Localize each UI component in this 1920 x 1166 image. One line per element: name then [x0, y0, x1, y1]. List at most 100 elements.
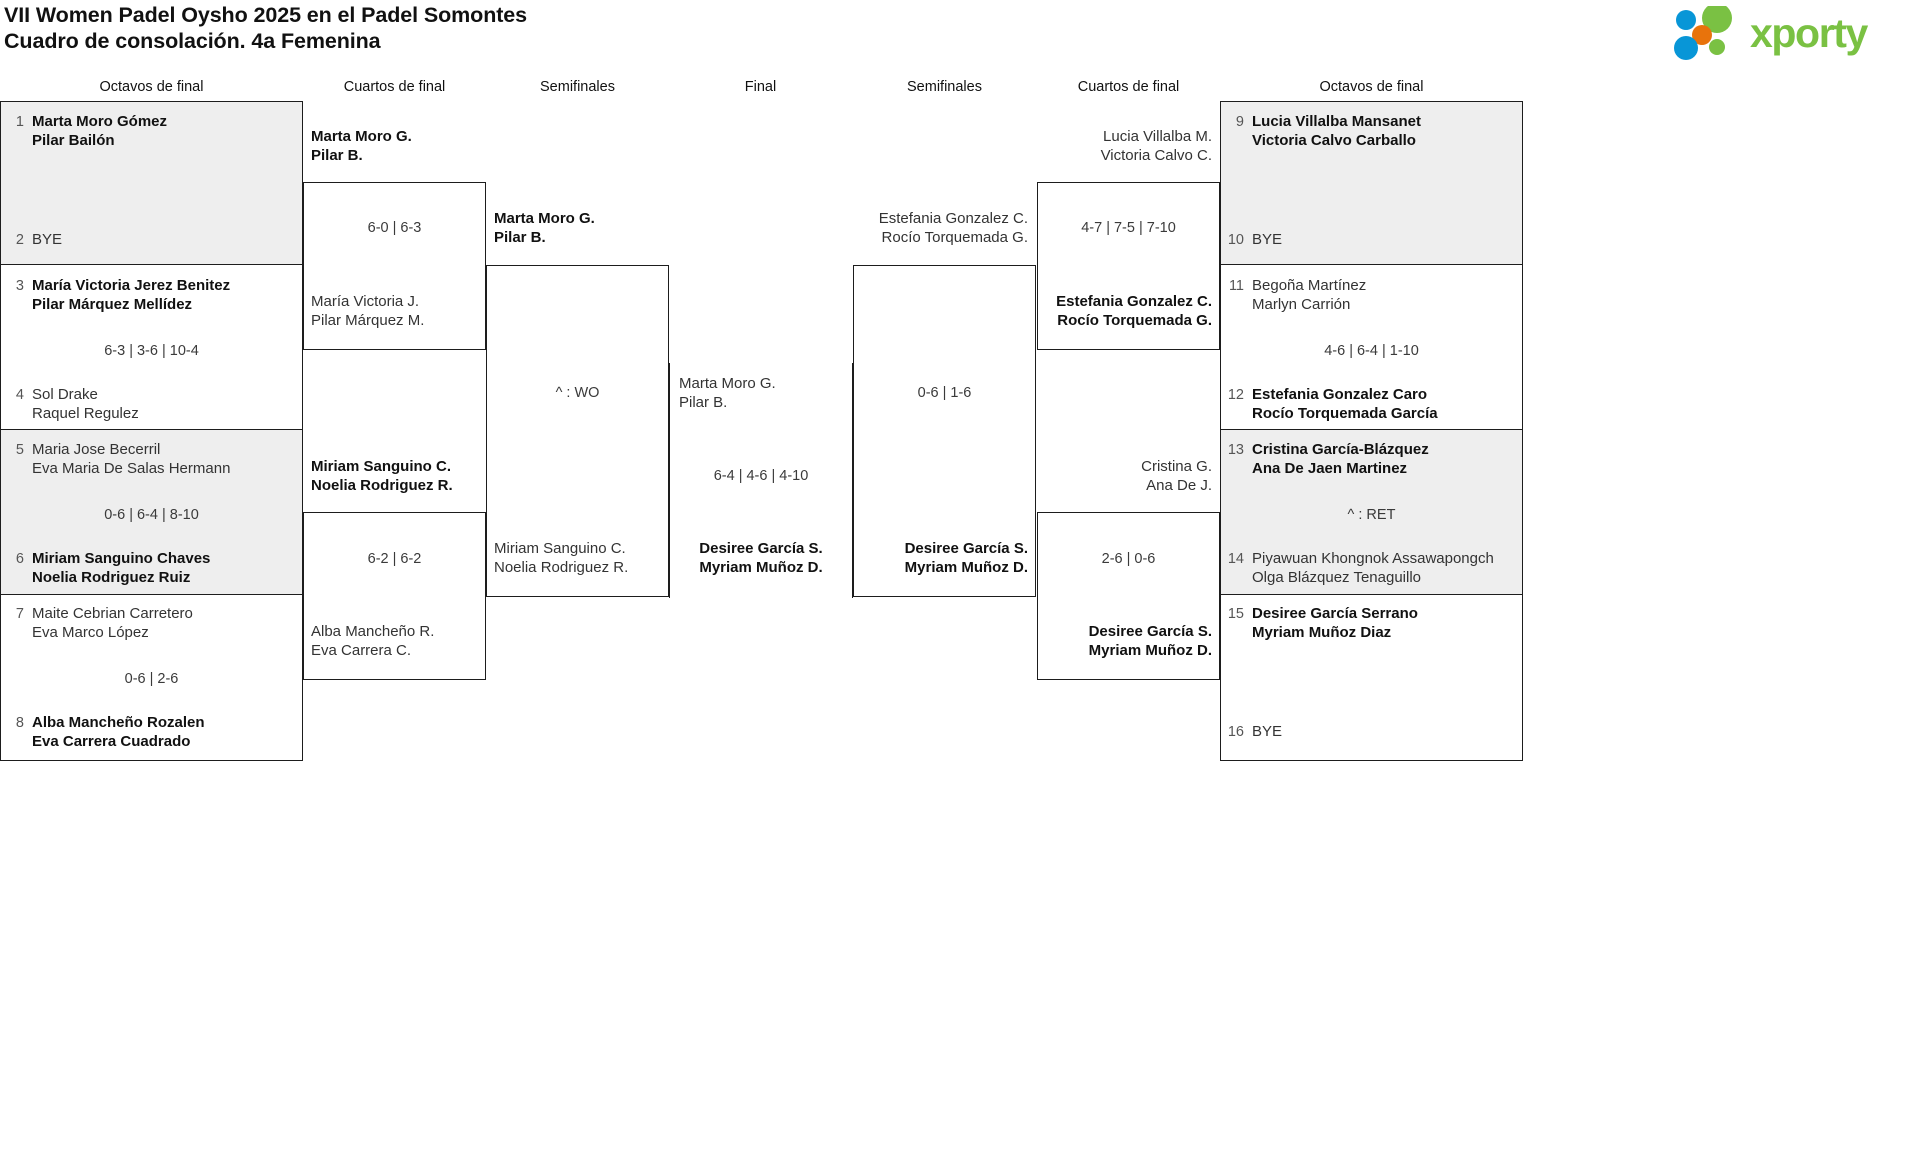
left-octavos-score-1: 6-3 | 3-6 | 10-4: [104, 343, 199, 359]
right-semis-team-1[interactable]: Estefania Gonzalez C.Rocío Torquemada G.: [878, 210, 1028, 246]
team-names: BYE: [1252, 231, 1283, 248]
left-cuartos-team-4[interactable]: Alba Mancheño R.Eva Carrera C.: [311, 623, 435, 659]
right-octavos-div-1: [1220, 264, 1523, 265]
right-semis-box: [853, 265, 1036, 597]
xporty-dots-icon: [1674, 3, 1732, 60]
seed-number: 9: [1235, 114, 1244, 130]
right-octavos-div-3: [1220, 594, 1523, 595]
left-octavos-shade-1: [0, 101, 302, 265]
right-cuartos-box-2: [1037, 512, 1220, 680]
left-cuartos-box-2: [303, 512, 486, 680]
left-cuartos-box-1: [303, 182, 486, 350]
seed-number: 15: [1227, 606, 1244, 622]
final-box: [669, 363, 853, 598]
right-octavos-score-1: 4-6 | 6-4 | 1-10: [1324, 343, 1419, 359]
seed-number: 1: [15, 114, 24, 130]
right-semis-score: 0-6 | 1-6: [917, 385, 972, 401]
right-cuartos-team-1[interactable]: Lucia Villalba M.Victoria Calvo C.: [1100, 128, 1212, 164]
right-cuartos-team-4[interactable]: Desiree García S.Myriam Muñoz D.: [1088, 623, 1212, 659]
left-octavos-score-3: 0-6 | 2-6: [124, 671, 179, 687]
final-team-bottom[interactable]: Desiree García S.Myriam Muñoz D.: [699, 540, 823, 576]
left-octavos-div-3: [0, 594, 303, 595]
left-octavos-score-2: 0-6 | 6-4 | 8-10: [104, 507, 199, 523]
right-octavos-entry-10[interactable]: 10 BYE: [1222, 230, 1282, 250]
right-octavos-div-2: [1220, 429, 1523, 430]
left-octavos-shade-2: [0, 430, 302, 595]
team-names: BYE: [32, 231, 63, 248]
round-label-left-semis: Semifinales: [540, 79, 615, 95]
round-label-left-octavos: Octavos de final: [99, 79, 204, 95]
seed-number: 6: [15, 551, 24, 567]
seed-number: 2: [15, 232, 24, 248]
seed-number: 13: [1227, 442, 1244, 458]
right-octavos-box: [1220, 101, 1523, 761]
left-octavos-div-1: [0, 264, 303, 265]
title-line-1: VII Women Padel Oysho 2025 en el Padel S…: [4, 3, 528, 27]
right-cuartos-team-3[interactable]: Cristina G.Ana De J.: [1141, 458, 1212, 494]
left-octavos-div-2: [0, 429, 303, 430]
round-label-right-semis: Semifinales: [907, 79, 982, 95]
round-label-right-octavos: Octavos de final: [1319, 79, 1424, 95]
final-score: 6-4 | 4-6 | 4-10: [713, 468, 809, 484]
left-octavos-entry-2[interactable]: 2 BYE: [2, 230, 62, 250]
right-octavos-entry-16[interactable]: 16 BYE: [1222, 722, 1282, 742]
right-octavos-shade-2: [1221, 430, 1523, 595]
round-label-final: Final: [744, 79, 777, 95]
left-semis-team-2[interactable]: Miriam Sanguino C.Noelia Rodriguez R.: [494, 540, 629, 576]
left-semis-team-1[interactable]: Marta Moro G.Pilar B.: [494, 210, 595, 246]
left-cuartos-team-1[interactable]: Marta Moro G.Pilar B.: [311, 128, 412, 164]
right-cuartos-box-1: [1037, 182, 1220, 350]
left-semis-box: [486, 265, 669, 597]
final-team-top[interactable]: Marta Moro G.Pilar B.: [679, 375, 776, 411]
right-semis-team-2[interactable]: Desiree García S.Myriam Muñoz D.: [904, 540, 1028, 576]
seed-number: 14: [1227, 551, 1244, 567]
left-semis-score: ^ : WO: [555, 385, 600, 401]
left-cuartos-score-2: 6-2 | 6-2: [367, 551, 422, 567]
xporty-logo-text: xporty: [1750, 10, 1868, 56]
team-names: BYE: [1252, 723, 1283, 740]
right-cuartos-score-1: 4-7 | 7-5 | 7-10: [1081, 220, 1176, 236]
seed-number: 10: [1227, 232, 1244, 248]
page-title: VII Women Padel Oysho 2025 en el Padel S…: [4, 2, 527, 54]
title-line-2: Cuadro de consolación. 4a Femenina: [4, 29, 381, 53]
seed-number: 7: [15, 606, 24, 622]
left-cuartos-team-2[interactable]: María Victoria J.Pilar Márquez M.: [311, 293, 425, 329]
seed-number: 5: [15, 442, 24, 458]
right-octavos-score-2: ^ : RET: [1347, 507, 1396, 523]
seed-number: 3: [15, 278, 24, 294]
page-header: VII Women Padel Oysho 2025 en el Padel S…: [0, 0, 1920, 72]
left-cuartos-team-3[interactable]: Miriam Sanguino C.Noelia Rodriguez R.: [311, 458, 453, 494]
seed-number: 11: [1228, 278, 1244, 294]
xporty-logo[interactable]: xporty: [1672, 3, 1912, 62]
right-cuartos-team-2[interactable]: Estefania Gonzalez C.Rocío Torquemada G.: [1056, 293, 1212, 329]
round-label-right-cuartos: Cuartos de final: [1077, 79, 1180, 95]
round-label-left-cuartos: Cuartos de final: [343, 79, 446, 95]
seed-number: 16: [1227, 724, 1244, 740]
seed-number: 4: [15, 387, 24, 403]
left-cuartos-score-1: 6-0 | 6-3: [367, 220, 422, 236]
